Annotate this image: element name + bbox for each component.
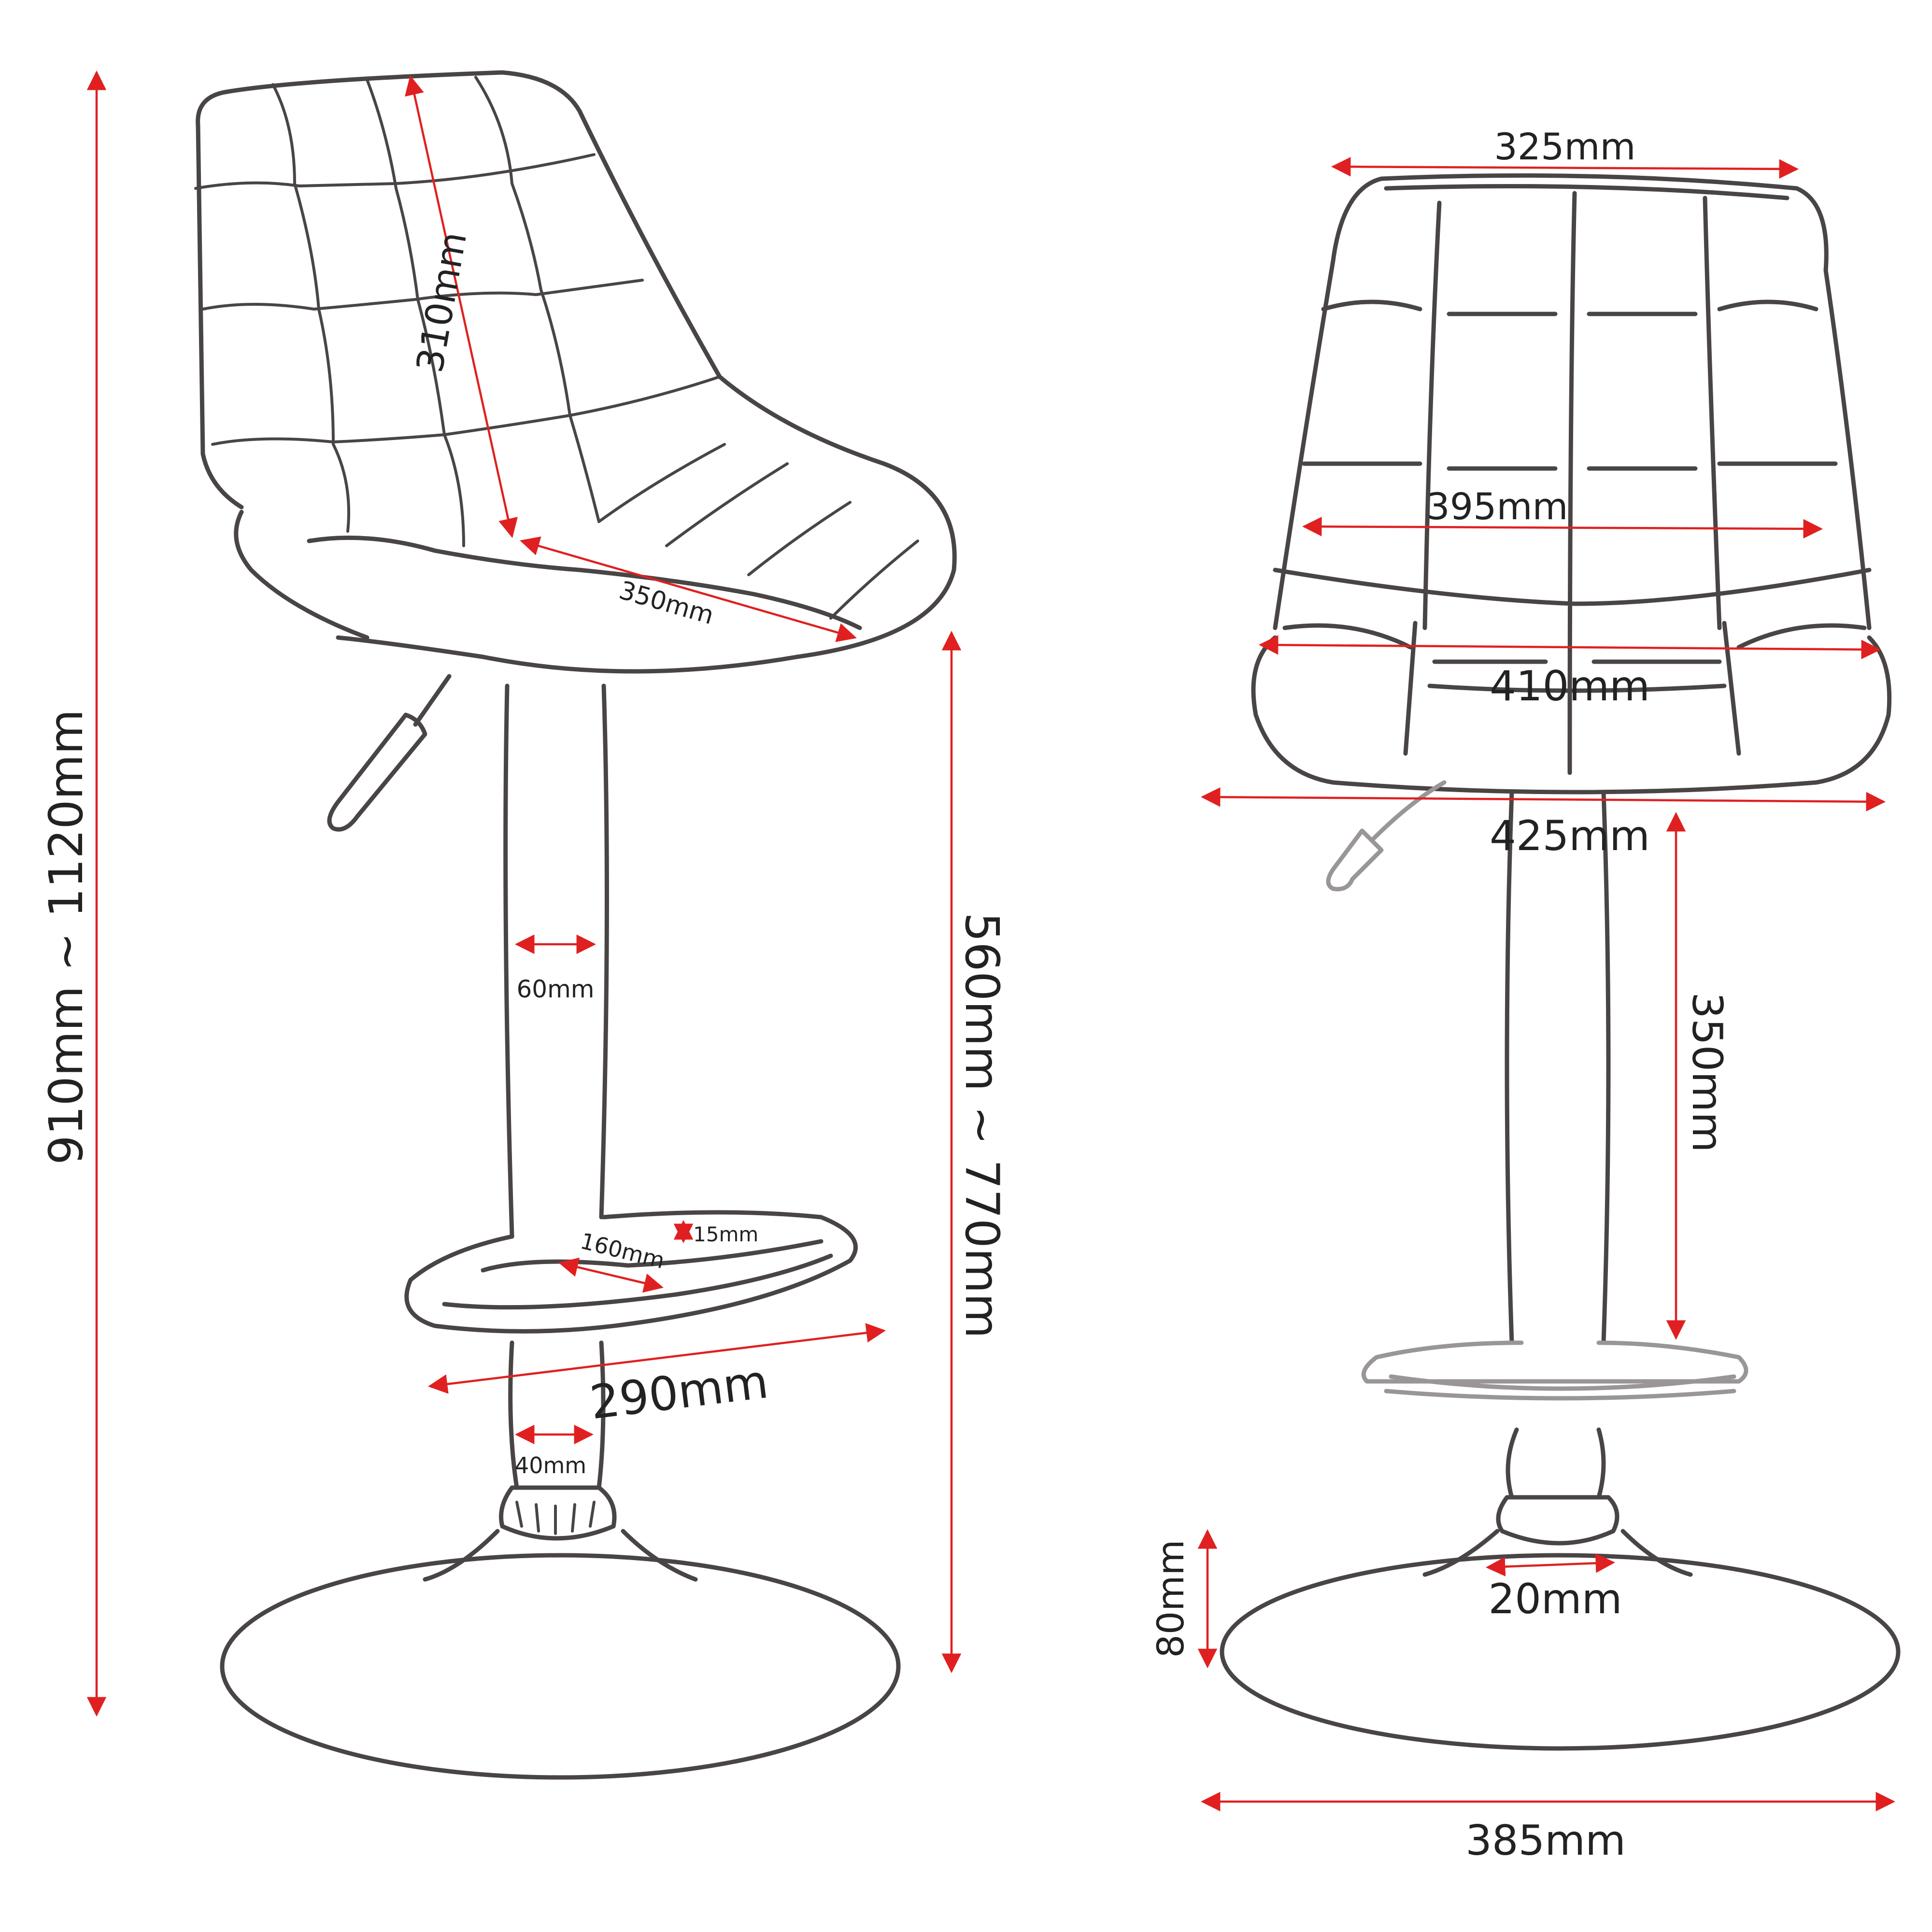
front-backrest-quilting (1273, 191, 1872, 775)
dim-seat-depth (520, 536, 857, 642)
front-column (1505, 790, 1611, 1345)
side-column (503, 683, 609, 1239)
front-view-stool (1220, 173, 1901, 1751)
label-backrest-top-width: 325mm (1494, 125, 1635, 168)
side-footrest-ring (404, 1210, 858, 1334)
dimension-labels: 910mm ~ 1120mm 560mm ~ 770mm 310mm 350mm… (39, 125, 1731, 1865)
label-base-diameter: 385mm (1465, 1817, 1626, 1865)
front-footrest-ring (1361, 1340, 1748, 1401)
label-seat-height: 560mm ~ 770mm (955, 912, 1009, 1338)
front-lower-column (1506, 1427, 1606, 1500)
label-seat-width: 410mm (1490, 662, 1650, 710)
label-backrest-width: 395mm (1426, 485, 1568, 528)
dim-footrest-width (558, 1257, 664, 1293)
side-base-dome (423, 1529, 698, 1582)
dim-backrest-top-width (1331, 156, 1799, 179)
label-base-collar: 20mm (1489, 1575, 1622, 1623)
label-base-height: 80mm (1149, 1540, 1192, 1658)
side-base-collar (499, 1485, 617, 1541)
dim-backrest-width (1302, 516, 1823, 539)
side-base-disc (220, 1553, 901, 1780)
side-gas-lever (327, 674, 452, 832)
label-total-height: 910mm ~ 1120mm (39, 709, 93, 1165)
label-footrest-thickness: 15mm (693, 1222, 758, 1246)
side-quilt-lines (201, 76, 919, 620)
front-base-dome (1422, 1529, 1693, 1577)
dim-seat-width (1258, 635, 1881, 659)
label-column-diameter: 60mm (516, 975, 594, 1003)
side-backrest-shell (196, 70, 957, 674)
dim-footrest-diameter (427, 1323, 886, 1394)
side-collar-ribs (515, 1501, 596, 1535)
label-lower-column: 40mm (515, 1452, 586, 1478)
side-seat-cushion (234, 510, 862, 640)
dim-base-collar (1485, 1553, 1616, 1577)
label-overall-width: 425mm (1490, 812, 1650, 860)
side-view-stool (194, 70, 957, 1780)
label-seat-to-footrest: 350mm (1683, 992, 1731, 1152)
dimension-lines (86, 70, 1896, 1812)
label-footrest-diameter: 290mm (587, 1354, 771, 1430)
dim-backrest-height (405, 75, 518, 538)
dim-overall-width (1200, 787, 1886, 811)
front-base-collar (1496, 1495, 1619, 1546)
